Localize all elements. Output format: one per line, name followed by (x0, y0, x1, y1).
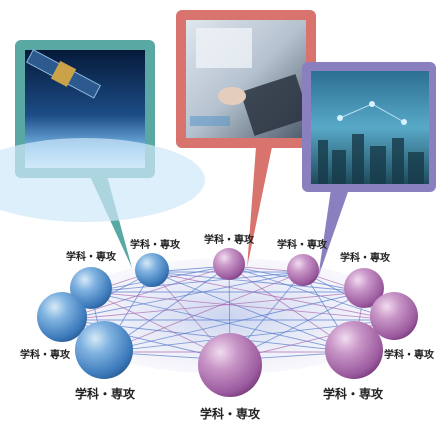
mesh-line (90, 291, 355, 353)
node-label-front-center: 学科・専攻 (200, 406, 261, 421)
satellite-photo (0, 40, 205, 222)
mesh-line (151, 271, 355, 353)
node-label-mid-left: 学科・専攻 (20, 348, 71, 361)
node-label-front-right: 学科・専攻 (323, 386, 384, 401)
node-label-back-left: 学科・専攻 (130, 238, 181, 251)
node-sphere-front-left (75, 321, 133, 379)
mesh-line (103, 271, 304, 353)
mesh-line (151, 271, 365, 293)
mesh-line (103, 291, 365, 353)
city-network-photo (302, 62, 436, 192)
mesh-line (90, 271, 304, 293)
node-label-mid-right: 学科・専攻 (384, 348, 435, 361)
node-sphere-front-right (325, 321, 383, 379)
node-label-back-center: 学科・専攻 (204, 233, 255, 246)
mesh-line (90, 291, 395, 321)
paperwork-callout-tail (247, 147, 272, 268)
node-sphere-mid-right (370, 292, 418, 340)
mesh-line (61, 265, 230, 321)
node-sphere-back-right (287, 254, 319, 286)
node-label-upper-left: 学科・専攻 (66, 250, 117, 263)
paperwork-photo (176, 10, 316, 148)
node-label-upper-right: 学科・専攻 (340, 251, 391, 264)
mesh-line (228, 265, 395, 321)
node-sphere-front-center (198, 333, 262, 397)
node-sphere-mid-left (37, 292, 87, 342)
node-label-front-left: 学科・専攻 (75, 386, 136, 401)
city-callout-tail (318, 189, 349, 278)
node-sphere-upper-left (70, 267, 112, 309)
node-label-back-right: 学科・専攻 (277, 238, 328, 251)
node-sphere-back-left (135, 253, 169, 287)
satellite-icon (26, 49, 102, 99)
node-sphere-upper-right (344, 268, 384, 308)
node-sphere-back-center (213, 248, 245, 280)
mesh-line (61, 291, 365, 321)
mesh-line (61, 271, 304, 321)
